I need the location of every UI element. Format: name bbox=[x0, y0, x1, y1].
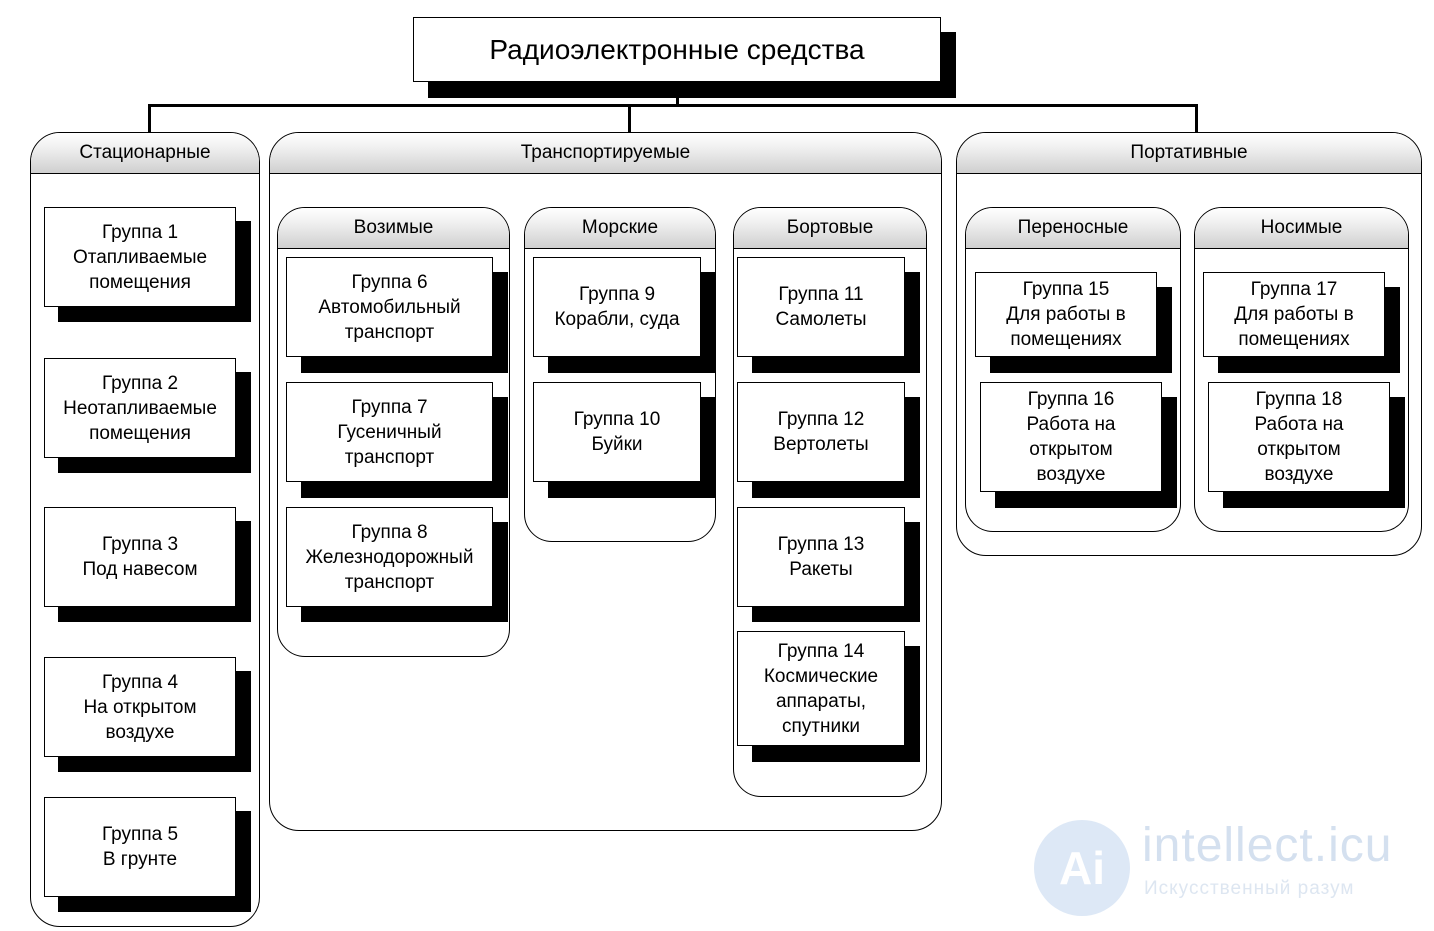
page-title: Радиоэлектронные средства bbox=[413, 17, 941, 82]
group-line: Группа 7 bbox=[351, 396, 428, 418]
group-line: помещения bbox=[89, 271, 191, 293]
group-line: транспорт bbox=[344, 321, 435, 343]
group-line: аппараты, bbox=[775, 690, 867, 712]
watermark-logo-letters: Ai bbox=[1059, 842, 1105, 894]
group-line: помещения bbox=[89, 422, 191, 444]
group-box: Группа 4 На открытом воздухе bbox=[44, 657, 236, 757]
group-box: Группа 9 Корабли, суда bbox=[533, 257, 701, 357]
subcategory-wearable-label: Носимые bbox=[1195, 208, 1408, 249]
group-line: Железнодорожный bbox=[305, 546, 474, 568]
group-line: Работа на bbox=[1254, 414, 1344, 435]
group-line: Буйки bbox=[591, 434, 643, 455]
watermark-text: intellect.icu bbox=[1142, 819, 1393, 872]
group-line: Группа 8 bbox=[351, 521, 428, 543]
group-box: Группа 3 Под навесом bbox=[44, 507, 236, 607]
category-stationary-label: Стационарные bbox=[31, 133, 259, 174]
group-line: воздухе bbox=[105, 721, 175, 743]
group-line: Группа 6 bbox=[351, 271, 428, 293]
connector-portable bbox=[1195, 104, 1198, 133]
group-box: Группа 16 Работа на открытом воздухе bbox=[980, 382, 1162, 492]
group-line: Группа 12 bbox=[777, 409, 865, 430]
group-line: Самолеты bbox=[775, 309, 867, 330]
group-line: Корабли, суда bbox=[554, 309, 680, 330]
group-line: Группа 17 bbox=[1250, 279, 1338, 300]
group-box: Группа 13 Ракеты bbox=[737, 507, 905, 607]
group-box: Группа 7 Гусеничный транспорт bbox=[286, 382, 493, 482]
group-line: Группа 1 bbox=[101, 221, 179, 243]
group-line: Работа на bbox=[1026, 414, 1116, 435]
group-line: На открытом bbox=[83, 696, 197, 718]
group-line: В грунте bbox=[102, 849, 178, 870]
group-line: Автомобильный bbox=[318, 296, 461, 318]
group-line: открытом bbox=[1029, 439, 1113, 460]
group-line: Группа 11 bbox=[778, 284, 864, 305]
group-line: Отапливаемые bbox=[72, 246, 208, 268]
group-line: воздухе bbox=[1036, 464, 1106, 485]
category-portable-label: Портативные bbox=[957, 133, 1421, 174]
group-box: Группа 5 В грунте bbox=[44, 797, 236, 897]
category-transport-label: Транспортируемые bbox=[270, 133, 941, 174]
group-line: Группа 14 bbox=[777, 640, 865, 662]
group-line: помещениях bbox=[1238, 329, 1350, 350]
group-box: Группа 8 Железнодорожный транспорт bbox=[286, 507, 493, 607]
branch-line bbox=[148, 104, 1198, 107]
group-line: Под навесом bbox=[82, 559, 198, 580]
group-box: Группа 17 Для работы в помещениях bbox=[1203, 272, 1385, 357]
group-line: Группа 2 bbox=[101, 372, 179, 394]
group-box: Группа 15 Для работы в помещениях bbox=[975, 272, 1157, 357]
group-box: Группа 1 Отапливаемые помещения bbox=[44, 207, 236, 307]
group-line: открытом bbox=[1257, 439, 1341, 460]
group-line: Группа 15 bbox=[1022, 279, 1110, 300]
title-connector bbox=[676, 82, 679, 106]
group-line: Неотапливаемые bbox=[63, 397, 217, 419]
connector-transport bbox=[628, 104, 631, 133]
group-line: спутники bbox=[781, 715, 861, 737]
group-line: Группа 16 bbox=[1027, 389, 1115, 410]
group-line: Группа 3 bbox=[101, 534, 179, 555]
subcategory-onboard-label: Бортовые bbox=[734, 208, 926, 249]
watermark-subtext: Искусственный разум bbox=[1144, 878, 1355, 899]
group-line: Для работы в bbox=[1006, 304, 1126, 325]
group-line: Для работы в bbox=[1234, 304, 1354, 325]
group-line: Космические bbox=[763, 665, 879, 687]
group-line: транспорт bbox=[344, 571, 435, 593]
group-line: Гусеничный bbox=[337, 421, 442, 443]
group-line: Группа 4 bbox=[101, 671, 179, 693]
group-box: Группа 11 Самолеты bbox=[737, 257, 905, 357]
group-line: помещениях bbox=[1010, 329, 1122, 350]
group-box: Группа 14 Космические аппараты, спутники bbox=[737, 631, 905, 746]
group-box: Группа 10 Буйки bbox=[533, 382, 701, 482]
watermark-logo: Ai bbox=[1034, 820, 1130, 916]
group-line: Группа 9 bbox=[578, 284, 656, 305]
group-box: Группа 2 Неотапливаемые помещения bbox=[44, 358, 236, 458]
connector-stationary bbox=[148, 104, 151, 133]
group-line: Группа 5 bbox=[101, 824, 179, 845]
group-box: Группа 12 Вертолеты bbox=[737, 382, 905, 482]
group-line: воздухе bbox=[1264, 464, 1334, 485]
group-line: транспорт bbox=[344, 446, 435, 468]
group-line: Вертолеты bbox=[773, 434, 869, 455]
group-line: Группа 10 bbox=[573, 409, 661, 430]
subcategory-sea-label: Морские bbox=[525, 208, 715, 249]
group-line: Ракеты bbox=[789, 559, 853, 580]
subcategory-land-label: Возимые bbox=[278, 208, 509, 249]
group-box: Группа 6 Автомобильный транспорт bbox=[286, 257, 493, 357]
group-line: Группа 13 bbox=[777, 534, 865, 555]
subcategory-carried-label: Переносные bbox=[966, 208, 1180, 249]
group-line: Группа 18 bbox=[1255, 389, 1343, 410]
group-box: Группа 18 Работа на открытом воздухе bbox=[1208, 382, 1390, 492]
